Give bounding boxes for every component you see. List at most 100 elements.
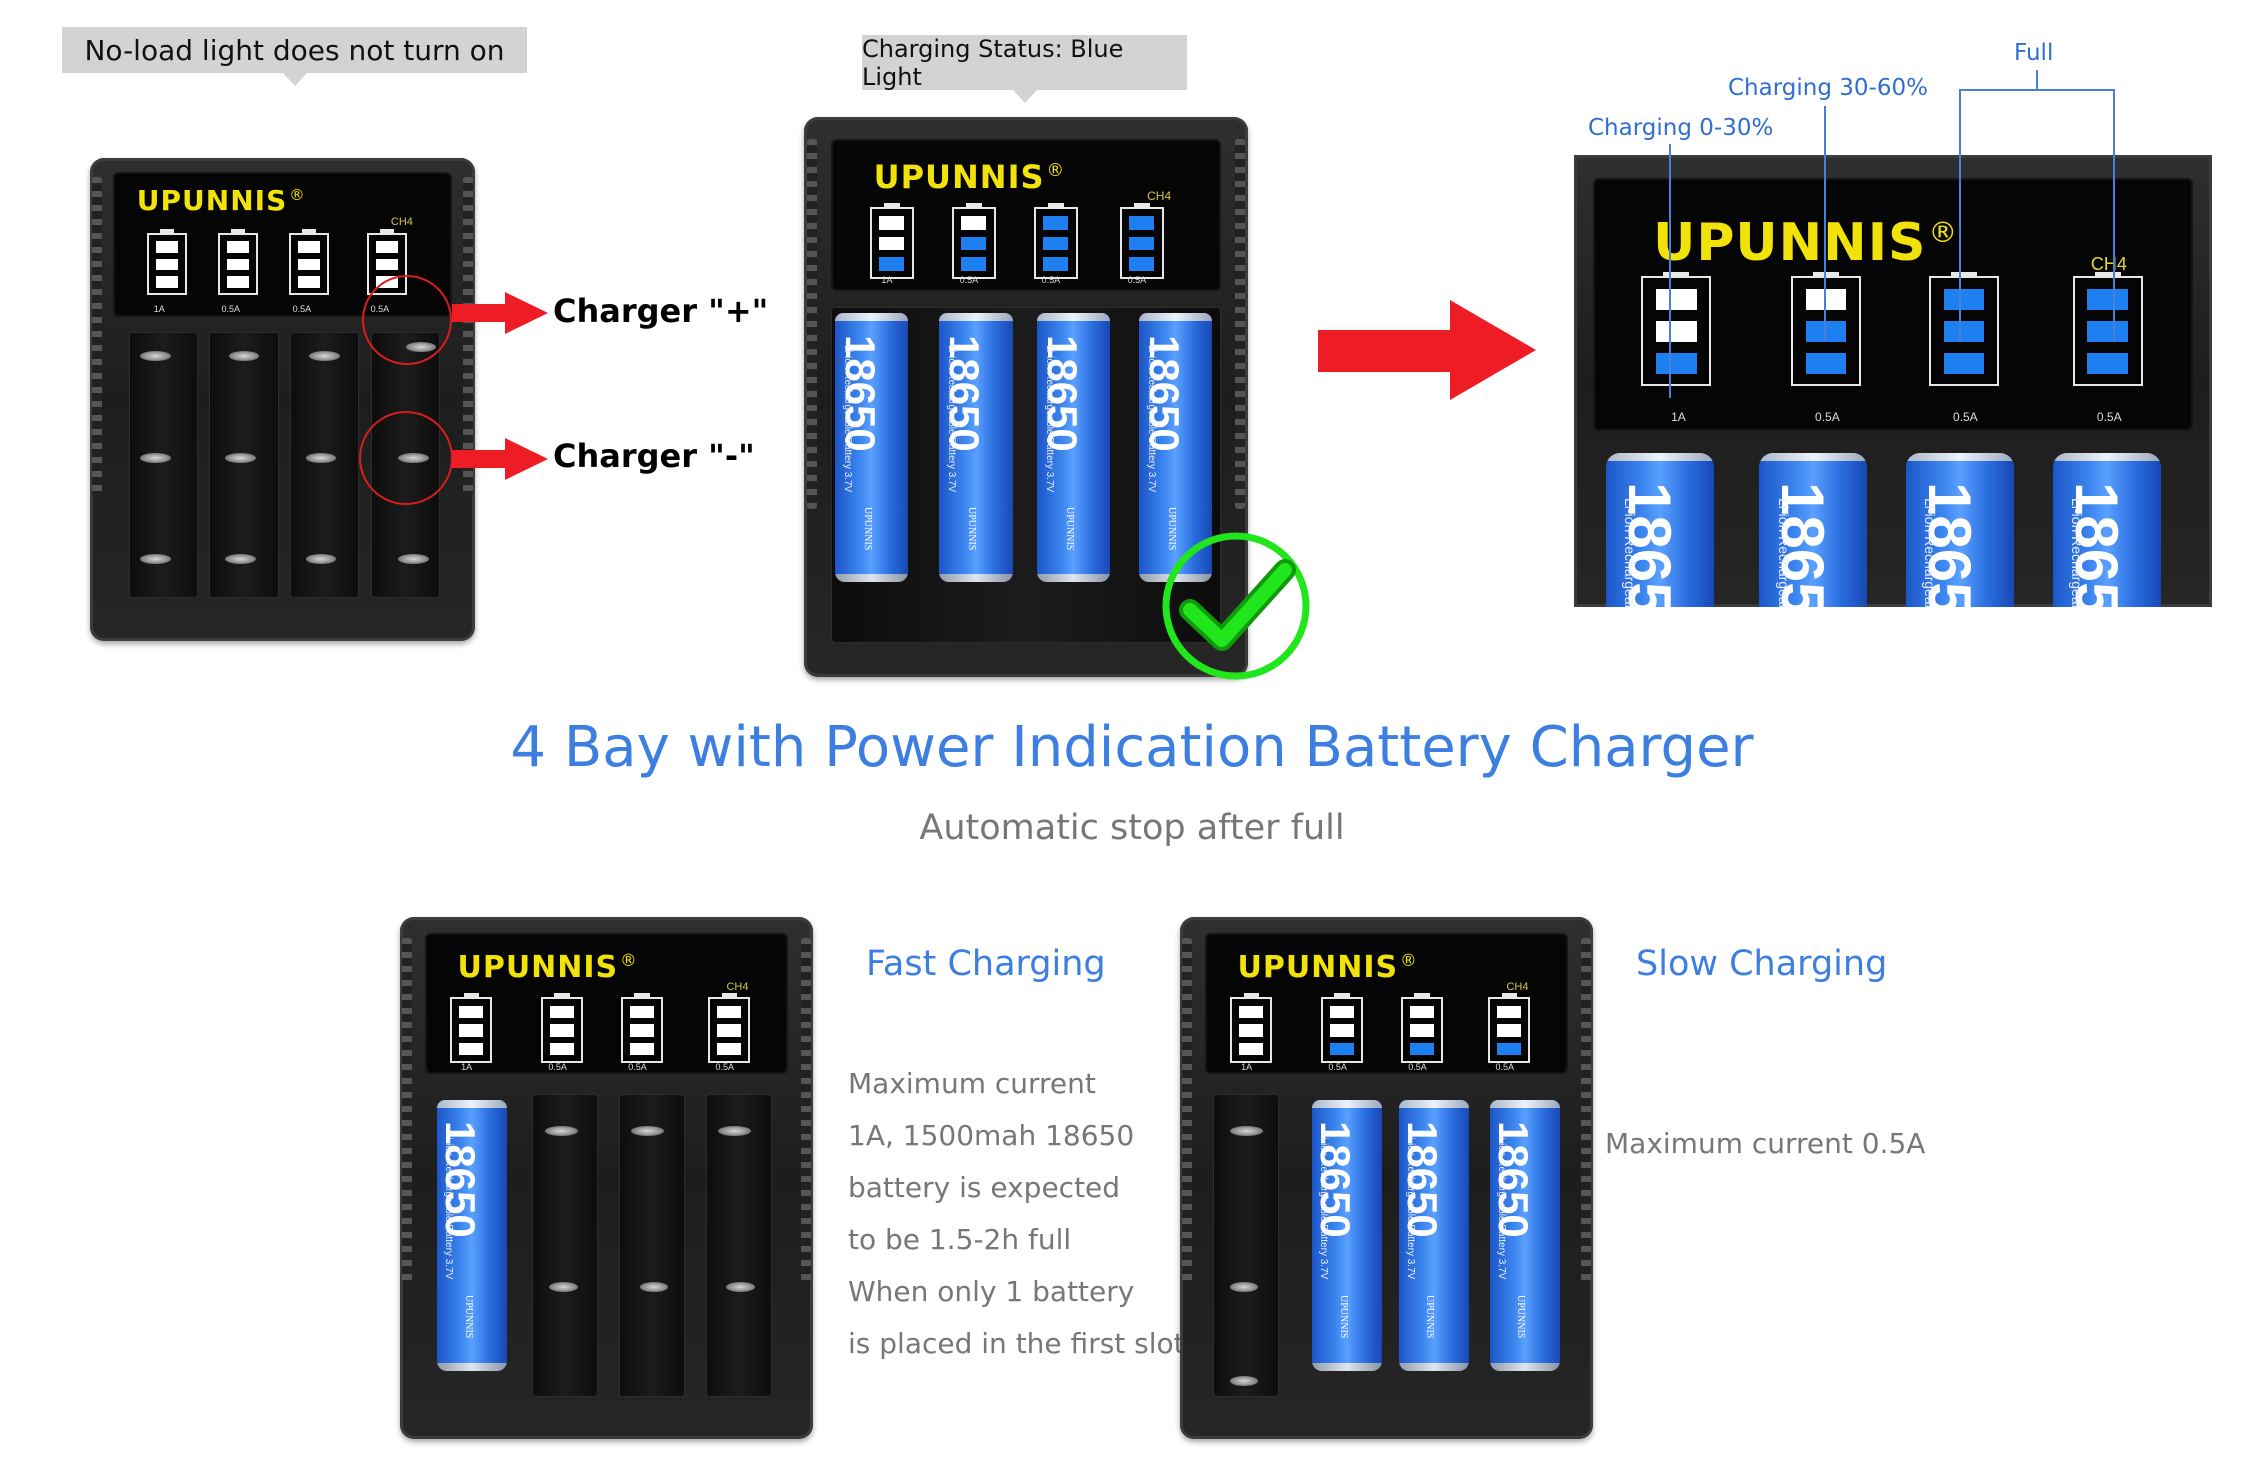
slider-contact <box>140 452 171 463</box>
positive-contact <box>405 341 437 352</box>
ch4-label: CH4 <box>1506 980 1529 993</box>
charger-fast: UPUNNIS® CH4 1A 0.5A 0.5A 0.5A 18650 Li-… <box>400 917 813 1439</box>
charger-panel: UPUNNIS® CH4 1A 0.5A 0.5A 0.5A <box>113 172 452 318</box>
battery-type: Li-ion Rechargeable Battery 3.7V <box>841 345 853 493</box>
slot-current-label: 0.5A <box>1041 275 1061 286</box>
charger-charging: UPUNNIS® CH4 1A 0.5A 0.5A 0.5A 18650 Li-… <box>804 117 1248 677</box>
callout-tail <box>281 72 308 86</box>
battery-type: Li-ion Rechargeable Battery 3.7V <box>1318 1132 1329 1280</box>
battery-indicator-icon <box>869 203 914 280</box>
battery-brand: UPUNNIS <box>1064 506 1076 550</box>
battery-indicator-icon <box>541 993 584 1064</box>
slow-charging-text: Maximum current 0.5A <box>1605 1127 1926 1160</box>
legend-full: Full <box>2014 40 2054 66</box>
slot-current-label: 0.5A <box>292 304 312 315</box>
slider-contact <box>140 554 171 565</box>
battery-indicator-icon <box>1401 993 1444 1064</box>
slot-current-label: 0.5A <box>1127 275 1147 286</box>
charger-logo: UPUNNIS® <box>874 158 1066 196</box>
slider-contact <box>305 452 337 463</box>
battery-indicator-icon <box>2072 272 2143 387</box>
slot-current-label: 0.5A <box>1815 410 1840 425</box>
charger-logo: UPUNNIS® <box>1653 213 1958 273</box>
charger-empty: UPUNNIS® CH4 1A 0.5A 0.5A 0.5A <box>90 158 475 641</box>
slot-current-label: 0.5A <box>548 1062 567 1073</box>
battery-type: Li-ion Rechargeable Battery 3.7V <box>1495 1132 1507 1280</box>
no-load-callout: No-load light does not turn on <box>62 27 527 86</box>
battery-bay <box>209 331 279 598</box>
battery-type: Li-ion Rechargeable Battery 3.7V <box>1922 498 1939 607</box>
red-arrow-icon <box>452 438 548 480</box>
charger-brand: UPUNNIS <box>873 157 1045 196</box>
red-arrow-icon <box>1318 300 1536 400</box>
legend-stage2: Charging 30-60% <box>1728 75 1928 101</box>
battery-indicator-icon <box>1119 203 1164 280</box>
minus-terminal-circle <box>359 411 453 505</box>
registered-mark: ® <box>620 950 638 970</box>
no-load-callout-text: No-load light does not turn on <box>84 33 505 67</box>
slot-current-label: 1A <box>881 275 893 286</box>
slot-current-label: 1A <box>1241 1062 1253 1073</box>
slider-contact <box>224 554 256 565</box>
charger-brand: UPUNNIS <box>457 949 619 985</box>
battery-bay <box>1213 1094 1280 1398</box>
battery-type: Li-ion Rechargeable Battery 3.7V <box>2069 498 2086 607</box>
fast-charging-heading: Fast Charging <box>866 944 1106 984</box>
battery-indicator-icon <box>1791 272 1862 387</box>
slot-current-label: 0.5A <box>1495 1062 1515 1073</box>
battery-indicator-icon <box>1033 203 1078 280</box>
battery-bay <box>705 1094 772 1398</box>
fast-charging-line: battery is expected <box>848 1171 1121 1204</box>
slider-contact <box>544 1125 578 1136</box>
red-arrow-icon <box>452 292 548 334</box>
battery-18650: 18650 Li-ion Rechargeable Battery 3.7V <box>2052 453 2161 607</box>
fast-charging-line: to be 1.5-2h full <box>848 1223 1072 1256</box>
slider-contact <box>224 452 256 463</box>
slider-contact <box>1229 1282 1259 1293</box>
battery-bay <box>371 331 441 598</box>
battery-type: Li-ion Rechargeable Battery 3.7V <box>1404 1132 1416 1280</box>
charger-panel: UPUNNIS® CH4 1A 0.5A 0.5A 0.5A <box>424 932 789 1074</box>
battery-type: Li-ion Rechargeable Battery 3.7V <box>1622 498 1639 607</box>
slot-current-label: 0.5A <box>370 304 390 315</box>
battery-bay <box>290 331 360 598</box>
green-check-icon <box>1162 532 1310 680</box>
battery-brand: UPUNNIS <box>1337 1295 1349 1339</box>
ch4-label: CH4 <box>390 215 413 228</box>
slot-current-label: 0.5A <box>1408 1062 1427 1073</box>
battery-indicator-icon <box>708 993 751 1064</box>
battery-type: Li-ion Rechargeable Battery 3.7V <box>443 1132 454 1280</box>
terminal-annotations <box>359 275 548 505</box>
registered-mark: ® <box>1400 950 1418 970</box>
battery-18650: 18650 Li-ion Rechargeable Battery 3.7V U… <box>939 313 1013 582</box>
charger-ridges <box>806 139 818 509</box>
fast-charging-line: When only 1 battery <box>848 1275 1135 1308</box>
negative-contact <box>309 351 341 362</box>
battery-type: Li-ion Rechargeable Battery 3.7V <box>945 345 957 493</box>
charger-logo: UPUNNIS® <box>1237 950 1417 985</box>
slider-contact <box>1229 1376 1259 1387</box>
slider-contact <box>631 1125 665 1136</box>
slot-current-label: 0.5A <box>715 1062 735 1073</box>
callout-tail <box>1011 89 1038 103</box>
slot-current-label: 0.5A <box>2096 410 2122 425</box>
charger-logo: UPUNNIS® <box>457 950 637 985</box>
battery-18650: 18650 Li-ion Rechargeable Battery 3.7V U… <box>1398 1099 1470 1372</box>
battery-indicator-icon <box>951 203 996 280</box>
slot-current-label: 0.5A <box>221 304 241 315</box>
charging-status-callout: Charging Status: Blue Light <box>862 35 1187 103</box>
battery-bay <box>532 1094 599 1398</box>
battery-18650: 18650 Li-ion Rechargeable Battery 3.7V U… <box>1312 1099 1383 1372</box>
page-subtitle: Automatic stop after full <box>919 808 1345 848</box>
battery-type: Li-ion Rechargeable Battery 3.7V <box>1145 345 1157 493</box>
legend-stage1: Charging 0-30% <box>1588 115 1774 141</box>
fast-charging-line: 1A, 1500mah 18650 <box>848 1119 1135 1152</box>
battery-bay <box>128 331 198 598</box>
fast-charging-line: Maximum current <box>848 1067 1096 1100</box>
ch4-label: CH4 <box>2090 253 2127 274</box>
negative-contact <box>140 351 171 362</box>
battery-brand: UPUNNIS <box>1424 1295 1436 1339</box>
battery-type: Li-ion Rechargeable Battery 3.7V <box>1043 345 1055 493</box>
battery-indicator-icon <box>1488 993 1531 1064</box>
battery-18650: 18650 Li-ion Rechargeable Battery 3.7V <box>1605 453 1715 607</box>
